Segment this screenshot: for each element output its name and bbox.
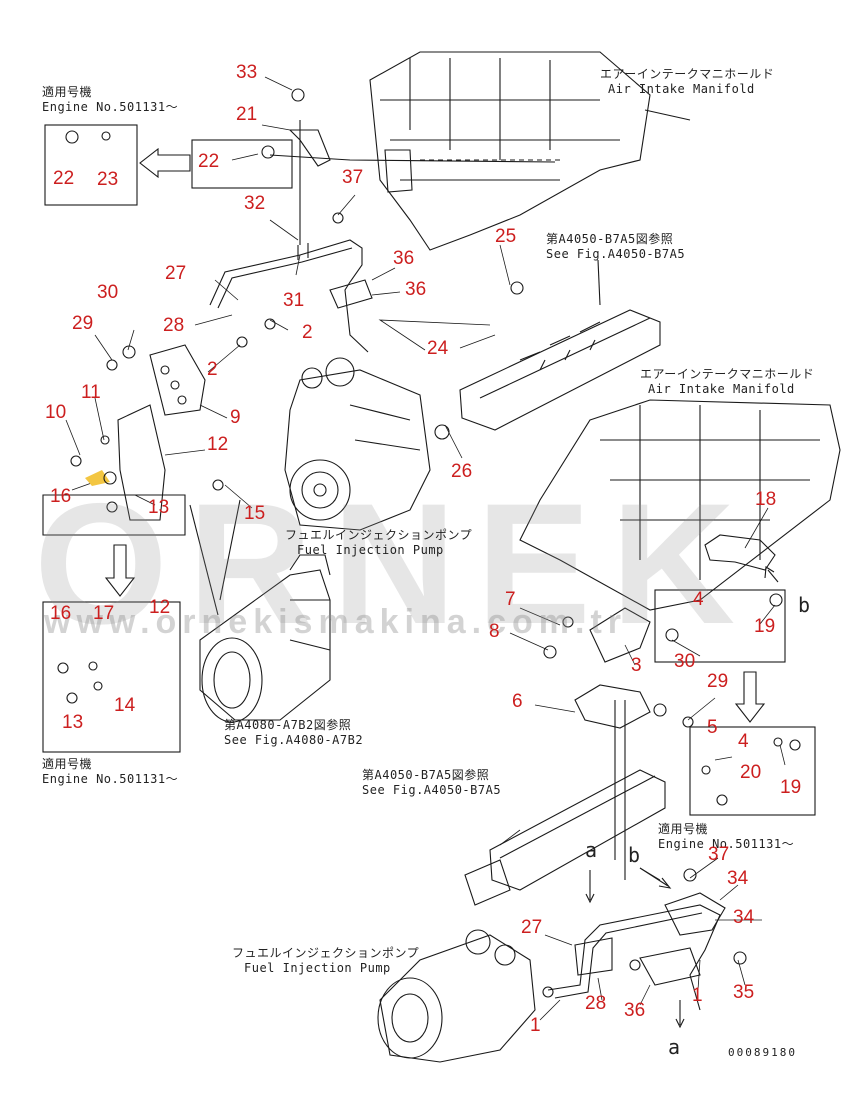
callout-5: 5 (707, 717, 718, 738)
callout-24: 24 (427, 338, 449, 359)
callout-34-b: 34 (733, 907, 755, 928)
callout-10: 10 (45, 402, 67, 423)
detail-box-right-upper (654, 589, 786, 663)
fuel-rail-lower (464, 769, 666, 906)
bracket-21 (288, 129, 331, 167)
callout-14: 14 (114, 695, 136, 716)
callout-16-lower: 16 (50, 603, 72, 624)
callout-9: 9 (230, 407, 241, 428)
callout-23: 23 (97, 169, 119, 190)
callout-12-upper: 12 (207, 434, 229, 455)
callout-22: 22 (198, 151, 220, 172)
drawing-reference-code: 00089180 (728, 1046, 797, 1059)
callout-26: 26 (451, 461, 473, 482)
callout-18: 18 (755, 489, 777, 510)
callout-36-b: 36 (405, 279, 427, 300)
highlight-mark (85, 470, 110, 486)
callout-4-lower: 4 (738, 731, 749, 752)
callout-3: 3 (631, 655, 642, 676)
callout-28-upper: 28 (163, 315, 185, 336)
callout-8: 8 (489, 621, 500, 642)
callout-1-b: 1 (692, 985, 703, 1006)
fuel-injection-pump-upper (284, 357, 431, 531)
watermark-url: www.ornekismakina.com.tr (44, 603, 627, 641)
callout-1-a: 1 (530, 1015, 541, 1036)
arrow-left-22 (139, 147, 191, 179)
callout-37-lower: 37 (708, 844, 730, 865)
view-marker-b-upper: b (628, 843, 641, 867)
timing-housing (189, 499, 331, 723)
view-arrows (585, 566, 779, 1029)
callout-28-lower: 28 (585, 993, 607, 1014)
detail-box-16-13 (42, 494, 186, 536)
engine-no-box-left (42, 601, 181, 753)
bolt-22-box (191, 139, 293, 189)
callout-30-upper: 30 (97, 282, 119, 303)
callout-37-upper: 37 (342, 167, 364, 188)
callout-13-lower: 13 (62, 712, 84, 733)
bracket-18 (704, 534, 776, 571)
fuel-injection-pump-lower (377, 929, 536, 1063)
leader-lines (65, 76, 786, 1025)
fasteners (57, 88, 801, 998)
callout-4-upper: 4 (693, 589, 704, 610)
view-marker-a-lower: a (668, 1035, 681, 1059)
callout-11: 11 (81, 382, 101, 403)
callout-22-box: 22 (53, 168, 75, 189)
callout-17: 17 (93, 603, 115, 624)
arrow-down-right (734, 671, 766, 723)
callout-36-a: 36 (393, 248, 415, 269)
callout-27-lower: 27 (521, 917, 543, 938)
callout-19-lower: 19 (780, 777, 802, 798)
engine-no-box-right (689, 726, 816, 816)
fuel-pipes-lower (547, 892, 726, 1011)
callout-35: 35 (733, 982, 755, 1003)
callout-29-upper: 29 (72, 313, 94, 334)
air-intake-manifold-upper (369, 51, 691, 251)
callout-20: 20 (740, 762, 762, 783)
callout-29-lower: 29 (707, 671, 729, 692)
callout-36-c: 36 (624, 1000, 646, 1021)
callout-31: 31 (283, 290, 305, 311)
bracket-3-6 (574, 607, 651, 880)
callout-25: 25 (495, 226, 517, 247)
bracket-12 (117, 344, 206, 521)
callout-27-upper: 27 (165, 263, 187, 284)
watermark-brand: ORNEK (34, 468, 756, 660)
callout-7: 7 (505, 589, 516, 610)
callout-12-lower: 12 (149, 597, 171, 618)
callout-13-upper: 13 (148, 497, 170, 518)
engine-no-box-top (44, 124, 138, 206)
view-marker-a-upper: a (585, 838, 598, 862)
callout-15: 15 (244, 503, 266, 524)
callout-19-upper: 19 (754, 616, 776, 637)
callout-2-b: 2 (207, 359, 218, 380)
arrow-down-left (104, 544, 136, 597)
callout-21: 21 (236, 104, 258, 125)
view-marker-b-right: b (798, 593, 811, 617)
callout-2-a: 2 (302, 322, 313, 343)
callout-6: 6 (512, 691, 523, 712)
callout-16-upper: 16 (50, 486, 72, 507)
callout-34-a: 34 (727, 868, 749, 889)
callout-30-lower: 30 (674, 651, 696, 672)
fuel-rail-upper (459, 259, 661, 431)
callout-32: 32 (244, 193, 266, 214)
air-intake-manifold-mid (519, 399, 841, 611)
callout-33: 33 (236, 62, 258, 83)
